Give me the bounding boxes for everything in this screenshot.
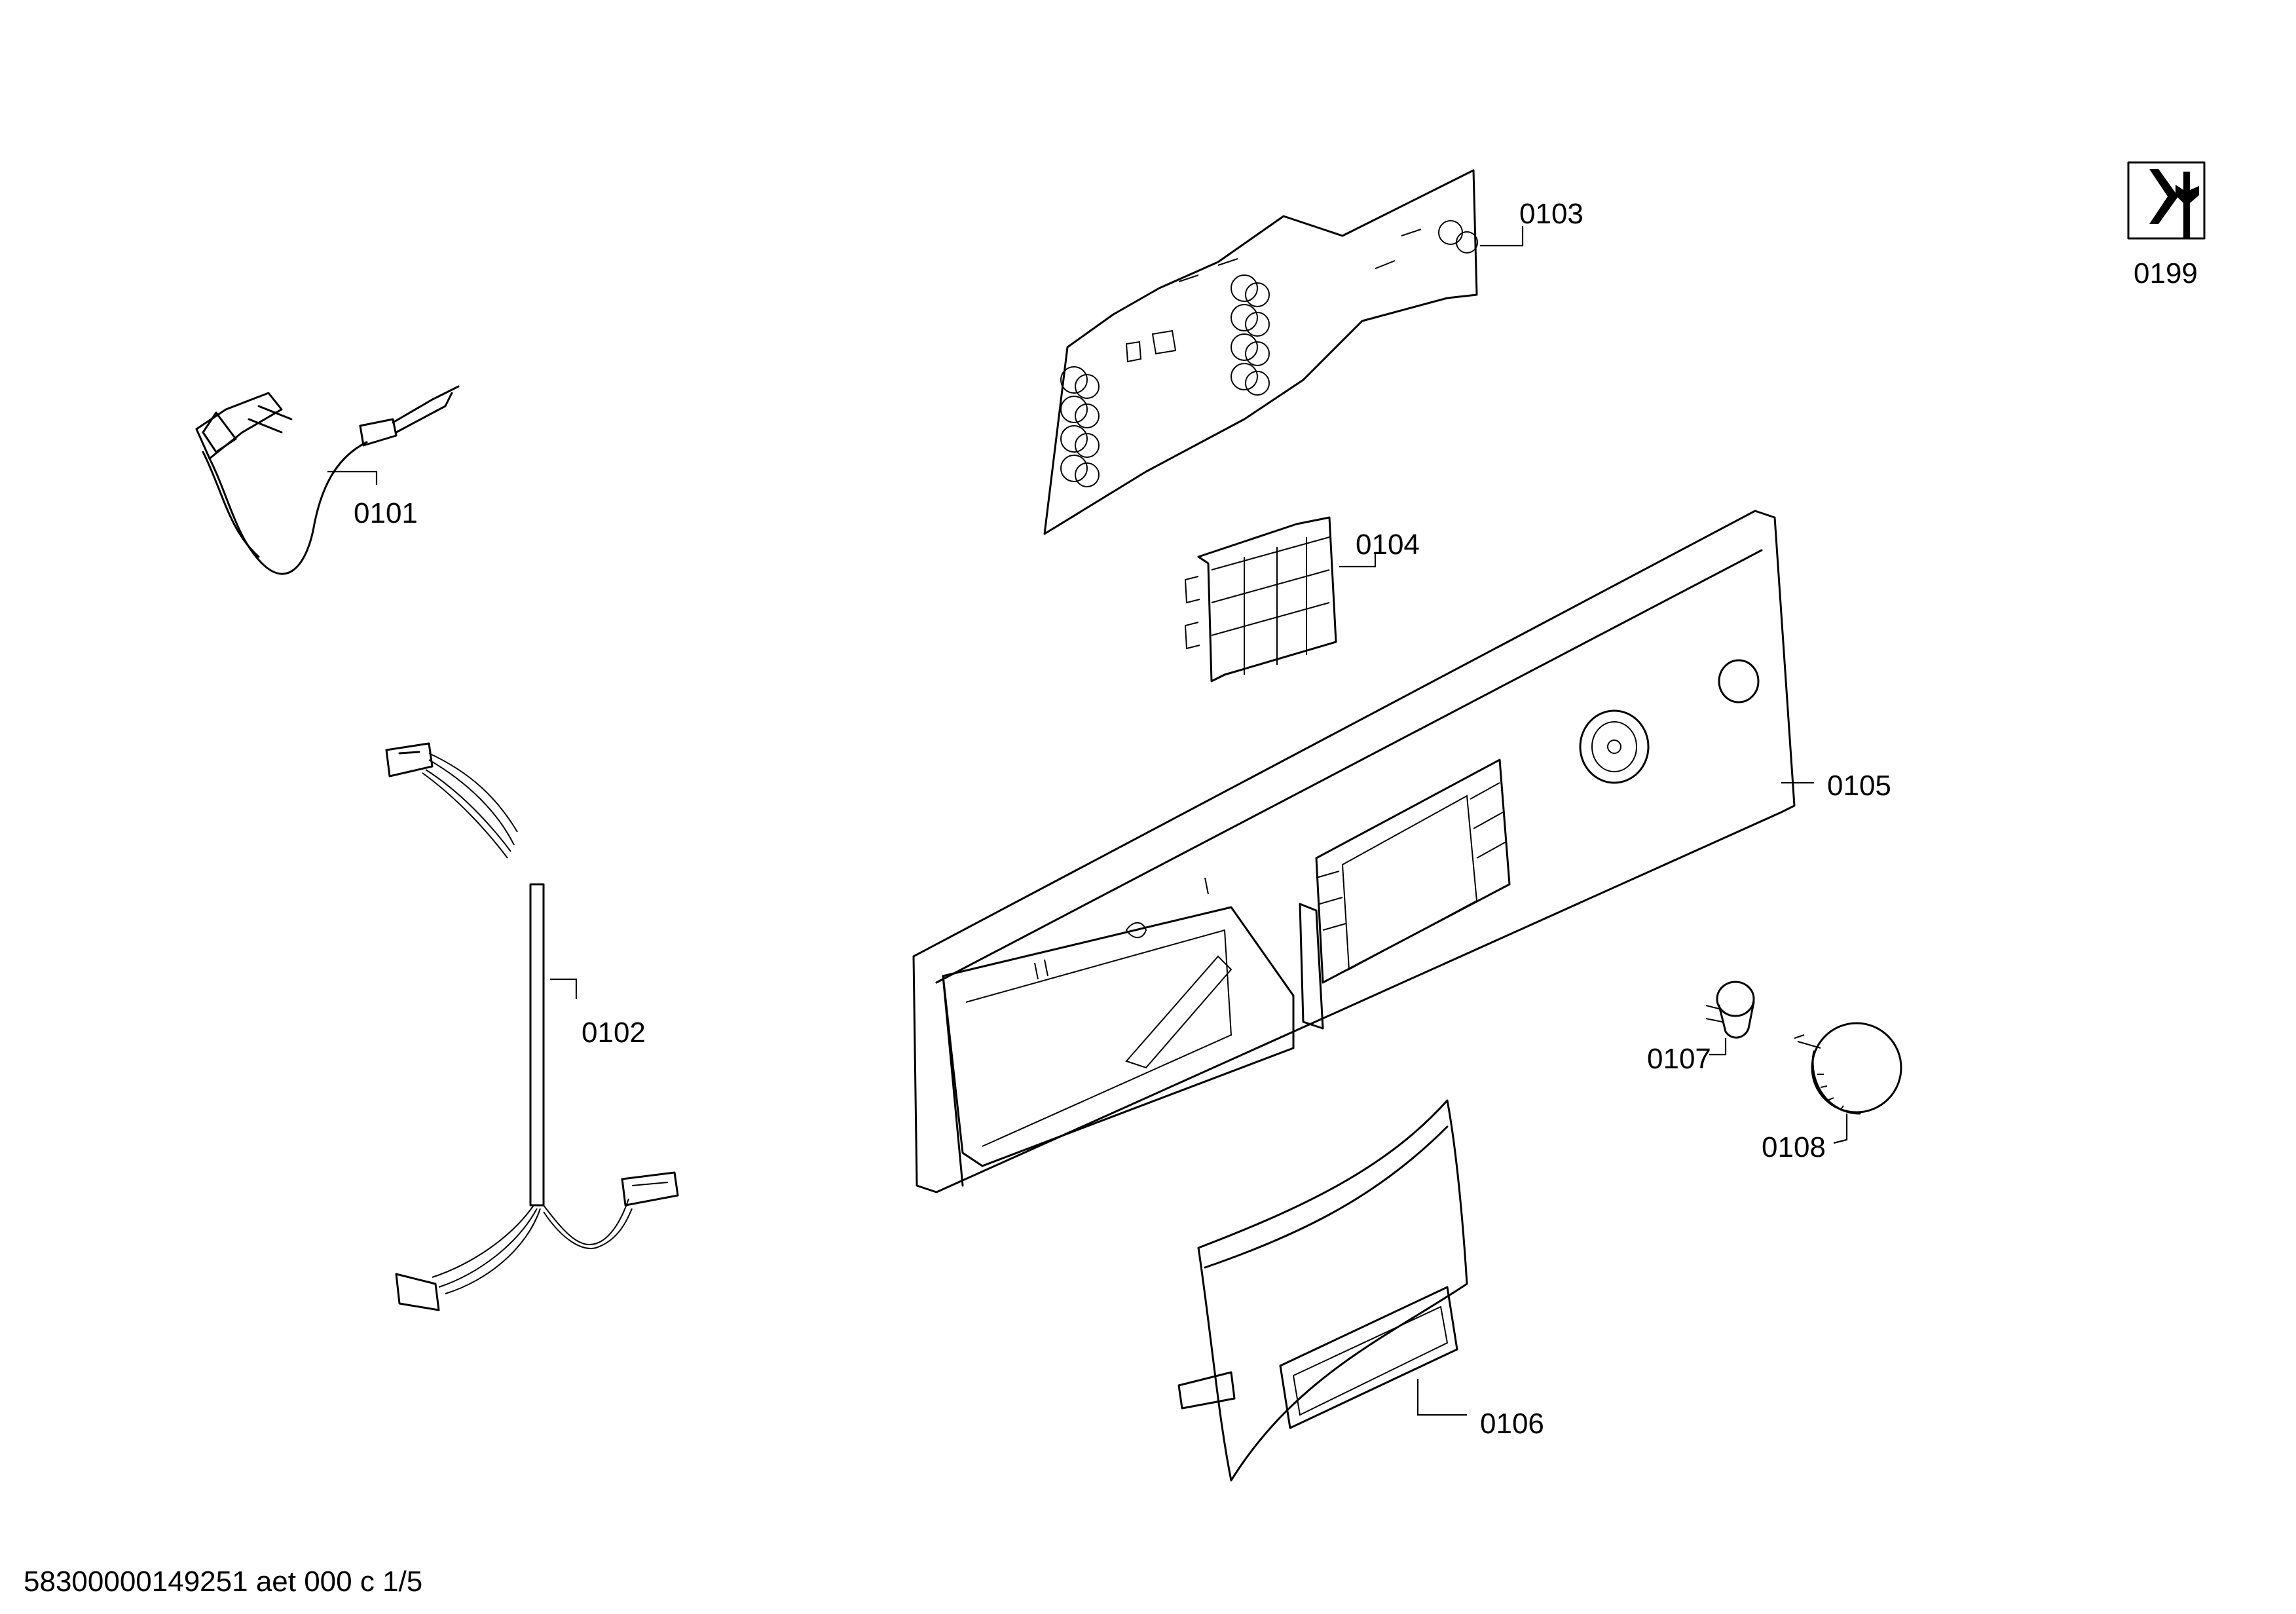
control-board-part[interactable] <box>1043 169 1478 535</box>
power-cord-part[interactable] <box>195 385 460 575</box>
callout-0105[interactable]: 0105 <box>1827 770 1891 802</box>
drawer-handle-part[interactable] <box>1177 1099 1468 1482</box>
connector-block-part[interactable] <box>1184 516 1337 683</box>
leader-lines <box>327 226 1848 1416</box>
callout-0103[interactable]: 0103 <box>1519 198 1583 230</box>
service-tool-icon[interactable] <box>2127 161 2206 240</box>
callout-0108[interactable]: 0108 <box>1762 1131 1826 1163</box>
callout-0104[interactable]: 0104 <box>1356 529 1420 561</box>
callout-0107[interactable]: 0107 <box>1647 1043 1711 1075</box>
callout-0102[interactable]: 0102 <box>582 1017 646 1049</box>
document-id: 58300000149251 aet 000 c 1/5 <box>24 1566 423 1598</box>
callout-0101[interactable]: 0101 <box>354 497 418 529</box>
control-panel-part[interactable] <box>912 510 1796 1193</box>
wiring-harness-part[interactable] <box>385 742 679 1311</box>
callout-0199[interactable]: 0199 <box>2134 257 2198 290</box>
callout-0106[interactable]: 0106 <box>1480 1408 1544 1440</box>
selector-knob-part[interactable] <box>1794 1022 1902 1115</box>
push-button-part[interactable] <box>1705 981 1755 1039</box>
